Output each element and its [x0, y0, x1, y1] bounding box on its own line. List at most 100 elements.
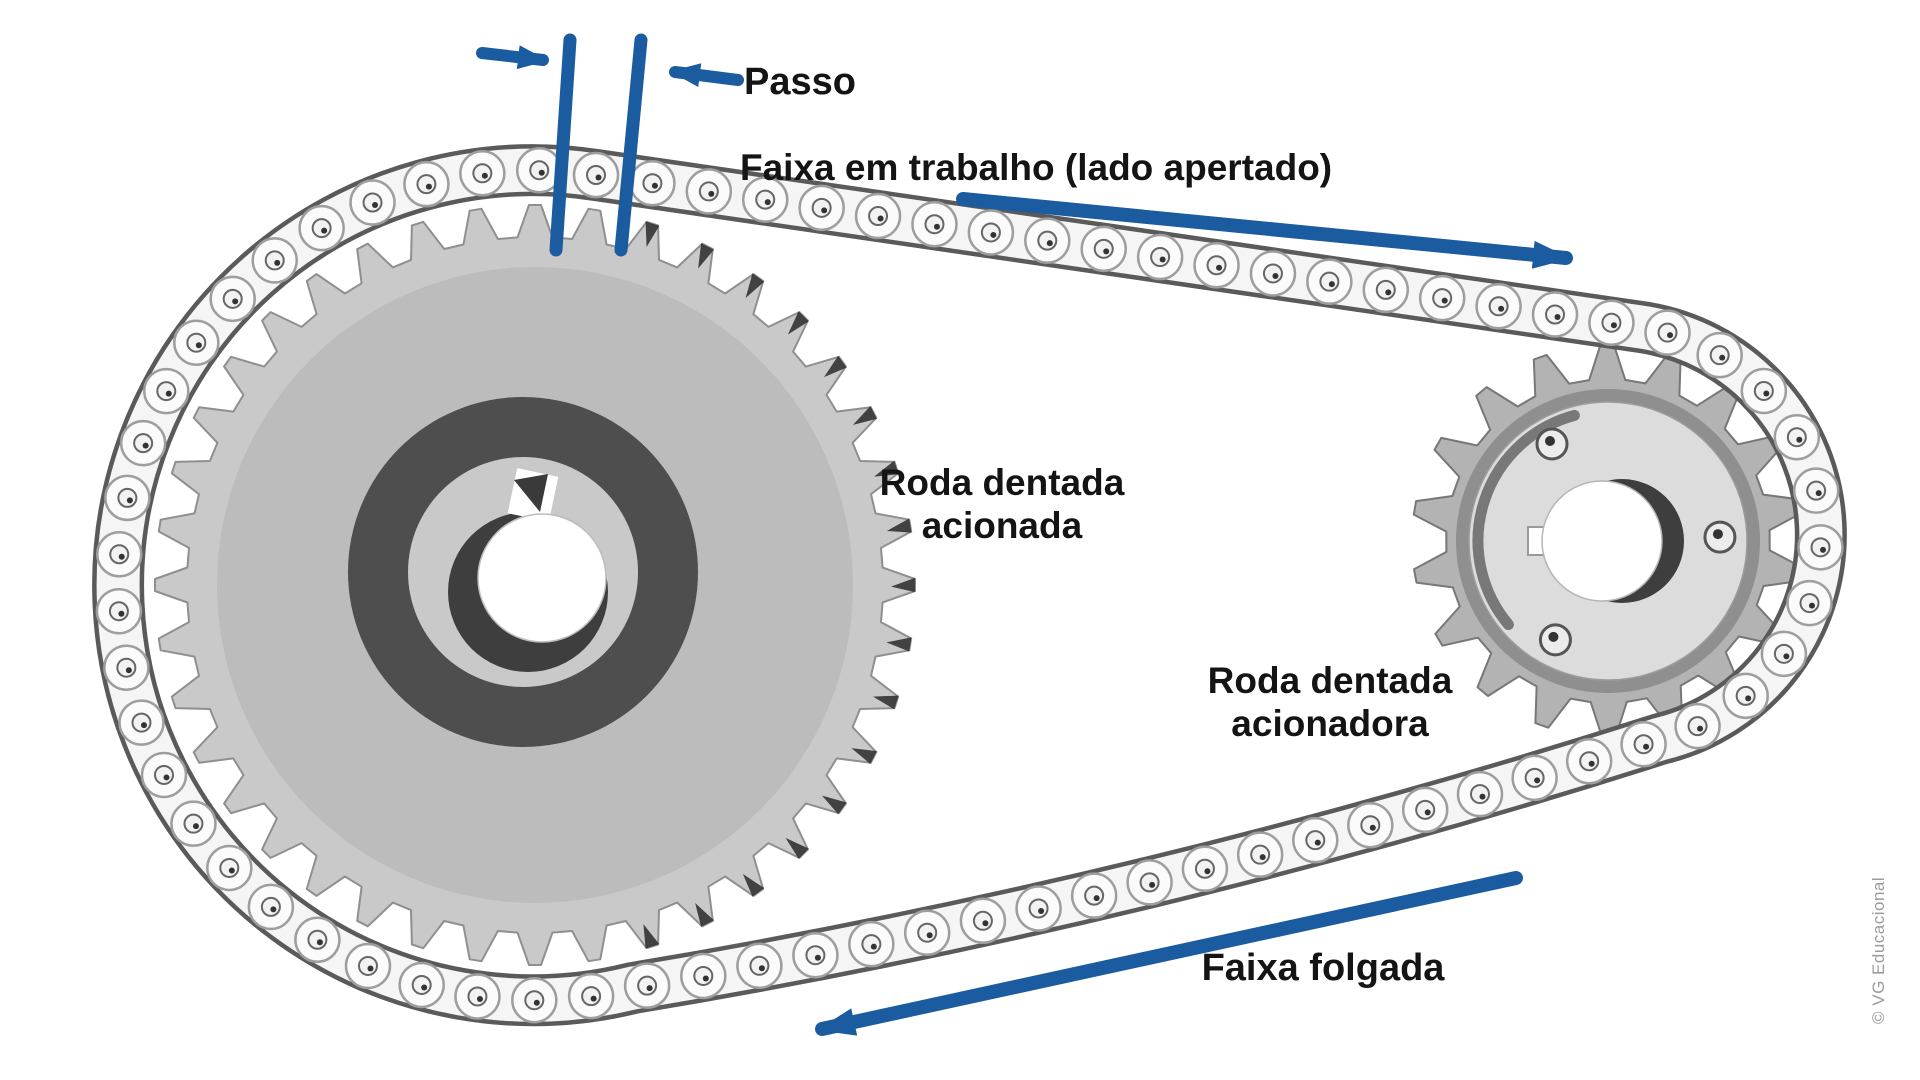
chain-roller-bush [1360, 815, 1381, 836]
chain-roller-pin [1441, 297, 1448, 304]
chain-roller-pin [1808, 602, 1815, 609]
chain-roller-bush [131, 712, 152, 733]
roller-chain [92, 144, 1847, 1027]
driven-sprocket [154, 204, 916, 966]
chain-roller-bush [868, 206, 889, 227]
chain-roller-bush [411, 974, 432, 995]
chain-roller-pin [126, 497, 133, 504]
pitch-line-left [549, 33, 577, 257]
chain-roller-bush [1657, 322, 1678, 343]
chain-roller-pin [367, 965, 374, 972]
chain-roller-bush [980, 222, 1001, 243]
chain-roller-bush [472, 163, 493, 184]
driving-sprocket-bore [1541, 480, 1663, 602]
chain-roller-bush [357, 955, 378, 976]
chain-roller-bush [642, 173, 663, 194]
chain-roller-bush [186, 332, 207, 353]
chain-roller-pin [1424, 809, 1431, 816]
tooth-tip [890, 577, 915, 593]
chain-roller-bush [1687, 716, 1708, 737]
chain-roller-pin [1534, 777, 1541, 784]
chain-roller-pin [1643, 743, 1650, 750]
chain-roller-pin [933, 223, 940, 230]
hub-screw-pin [1712, 529, 1723, 540]
chain-roller-pin [1093, 895, 1100, 902]
chain-roller-pin [1610, 322, 1617, 329]
driving-sprocket-label-line2: acionadora [1231, 702, 1429, 744]
chain-roller-bush [222, 288, 243, 309]
tooth-tip [745, 273, 765, 298]
hub-screw-pin [1545, 436, 1555, 447]
chain-roller-pin [1038, 907, 1045, 914]
chain-roller-bush [1488, 296, 1509, 317]
chain-roller-bush [1432, 288, 1453, 309]
chain-roller-pin [1216, 264, 1223, 271]
chain-roller-pin [1815, 490, 1822, 497]
driving-sprocket-label-line1: Roda dentada [1207, 660, 1453, 701]
chain-roller-bush [1773, 643, 1794, 664]
chain-roller-bush [1633, 734, 1654, 755]
chain-roller-bush [693, 965, 714, 986]
chain-roller-pin [1588, 760, 1595, 767]
chain-roller-bush [861, 934, 882, 955]
chain-roller-pin [821, 207, 828, 214]
chain-roller-bush [698, 181, 719, 202]
chain-roller-pin [1745, 695, 1752, 702]
chain-roller-pin [270, 906, 277, 913]
chain-roller-pin [163, 774, 170, 781]
chain-roller-bush [1753, 380, 1774, 401]
tooth-tip [886, 637, 912, 652]
tight-side-arrow-icon [956, 192, 1573, 269]
chain-roller-pin [476, 995, 483, 1002]
annotation-arrows [476, 33, 1573, 1036]
pitch-line-right [614, 33, 648, 257]
chain-roller-pin [1149, 881, 1156, 888]
chain-roller-bush [1206, 255, 1227, 276]
tooth-tip [645, 221, 660, 247]
pitch-arrow-left-icon [476, 45, 549, 70]
chain-roller-pin [142, 442, 149, 449]
chain-roller-pin [118, 553, 125, 560]
chain-roller-pin [590, 995, 597, 1002]
chain-roller-bush [183, 813, 204, 834]
chain-roller-bush [811, 197, 832, 218]
chain-roller-bush [1319, 271, 1340, 292]
chain-roller-pin [1479, 793, 1486, 800]
chain-roller-pin [1667, 332, 1674, 339]
chain-roller-bush [1084, 885, 1105, 906]
chain-roller-pin [274, 259, 281, 266]
chain-roller-bush [219, 857, 240, 878]
chain-roller-bush [972, 910, 993, 931]
chain-roller-bush [1524, 767, 1545, 788]
chain-roller-pin [990, 231, 997, 238]
slack-side-label: Faixa folgada [1201, 947, 1445, 989]
chain-roller-pin [764, 199, 771, 206]
chain-roller-pin [533, 999, 540, 1006]
chain-roller-pin [125, 667, 132, 674]
chain-roller-bush [260, 896, 281, 917]
chain-roller-bush [156, 381, 177, 402]
chain-roller-pin [595, 174, 602, 181]
tooth-tip [873, 695, 899, 710]
tooth-tip [787, 311, 809, 335]
tooth-tip [823, 355, 847, 378]
chain-roller-bush [1250, 844, 1271, 865]
chain-roller-pin [877, 215, 884, 222]
chain-roller-pin [232, 298, 239, 305]
chain-roller-bush [1735, 685, 1756, 706]
chain-roller-pin [1159, 256, 1166, 263]
tooth-tip [886, 518, 912, 533]
chain-roller-bush [307, 929, 328, 950]
chain-roller-pin [1796, 436, 1803, 443]
chain-roller-pin [372, 202, 379, 209]
chain-roller-bush [755, 189, 776, 210]
chain-roller-pin [165, 390, 172, 397]
chain-roller-pin [140, 722, 147, 729]
tooth-tip [698, 243, 714, 269]
chain-roller-bush [749, 955, 770, 976]
chain-roller-pin [1046, 240, 1053, 247]
driven-sprocket-label: Roda dentada acionada [880, 462, 1125, 548]
chain-roller-bush [117, 487, 138, 508]
pitch-label: Passo [744, 61, 856, 103]
